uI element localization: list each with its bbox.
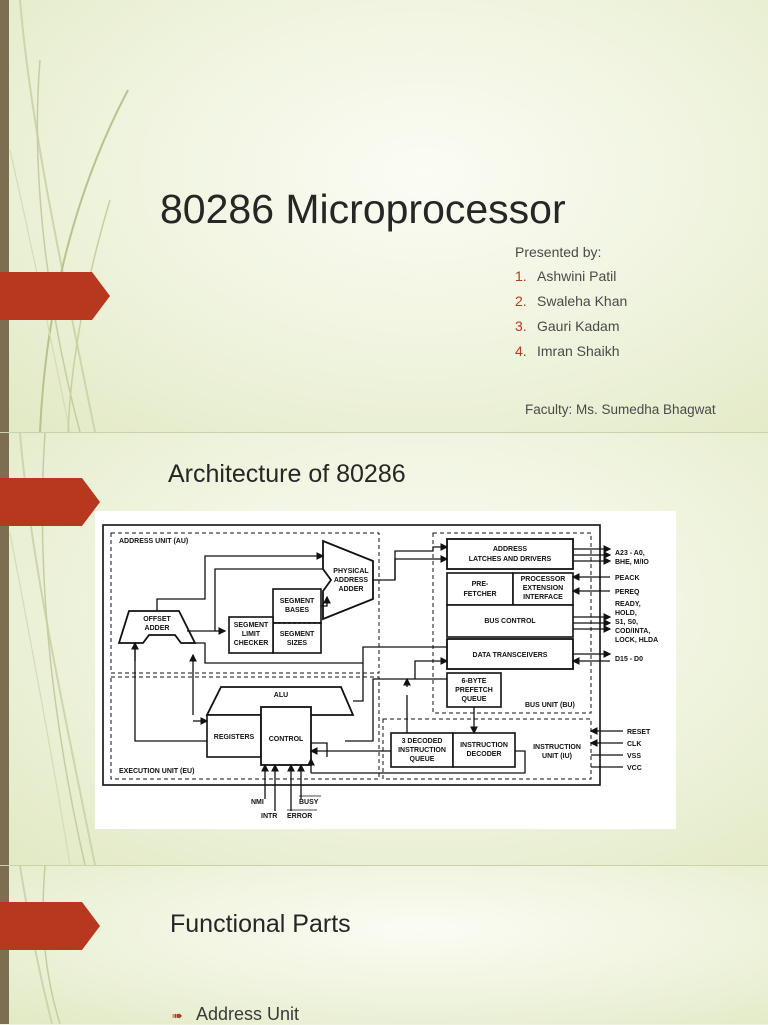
svg-text:READY,: READY,: [615, 601, 641, 608]
svg-text:NMI: NMI: [251, 799, 264, 806]
presented-by-label: Presented by:: [515, 244, 602, 260]
svg-text:VCC: VCC: [627, 765, 642, 772]
faculty-text: Faculty: Ms. Sumedha Bhagwat: [525, 402, 716, 417]
functional-parts-title: Functional Parts: [170, 910, 351, 938]
presenter-list: 1.Ashwini Patil 2.Swaleha Khan 3.Gauri K…: [515, 268, 627, 368]
svg-text:DATA TRANSCEIVERS: DATA TRANSCEIVERS: [473, 652, 548, 659]
slide-divider: [0, 865, 768, 866]
left-accent-bar: [0, 433, 9, 865]
presenter-item: 4.Imran Shaikh: [515, 343, 620, 359]
svg-text:HOLD,: HOLD,: [615, 610, 637, 617]
address-unit-region: [110, 532, 380, 674]
accent-tab: [0, 478, 100, 526]
svg-text:ADDRESS UNIT (AU): ADDRESS UNIT (AU): [119, 538, 188, 545]
svg-text:COD/INTA,: COD/INTA,: [615, 628, 650, 635]
presenter-item: 2.Swaleha Khan: [515, 293, 628, 309]
svg-text:INTR: INTR: [261, 813, 277, 820]
svg-text:RESET: RESET: [627, 729, 651, 736]
accent-tab: [0, 272, 110, 320]
slide-title-text: 80286 Microprocessor: [160, 186, 566, 232]
svg-text:EXECUTION UNIT (EU): EXECUTION UNIT (EU): [119, 768, 194, 775]
svg-text:A23 - A0,: A23 - A0,: [615, 550, 645, 557]
presenter-item: 3.Gauri Kadam: [515, 318, 620, 334]
svg-text:BUS CONTROL: BUS CONTROL: [484, 618, 536, 625]
accent-tab: [0, 902, 100, 950]
svg-text:BHE, M/IO: BHE, M/IO: [615, 559, 649, 566]
svg-text:REGISTERS: REGISTERS: [214, 734, 255, 741]
slide-divider: [0, 432, 768, 433]
instruction-unit-region: [382, 718, 592, 780]
svg-text:VSS: VSS: [627, 753, 641, 760]
svg-text:ALU: ALU: [274, 692, 288, 699]
slide-functional-parts: [0, 866, 768, 1024]
svg-text:CLK: CLK: [627, 741, 641, 748]
svg-text:S1, S0,: S1, S0,: [615, 619, 638, 626]
svg-text:ERROR: ERROR: [287, 813, 312, 820]
slide-title: 80286 Microprocessor Presented by: 1.Ash…: [0, 0, 768, 432]
svg-text:LOCK, HLDA: LOCK, HLDA: [615, 637, 658, 644]
svg-text:BUSY: BUSY: [299, 799, 319, 806]
svg-text:BUS UNIT (BU): BUS UNIT (BU): [525, 702, 575, 709]
svg-text:D15 - D0: D15 - D0: [615, 656, 643, 663]
left-accent-bar: [0, 0, 9, 432]
svg-text:PEACK: PEACK: [615, 575, 640, 582]
decorative-stems: [9, 0, 129, 432]
architecture-title: Architecture of 80286: [168, 460, 406, 488]
svg-text:PRE-FETCHER: PRE-FETCHER: [463, 581, 496, 598]
svg-text:PEREQ: PEREQ: [615, 589, 640, 596]
arrow-bullet-icon: ➠: [172, 1008, 183, 1023]
execution-unit-region: [110, 676, 380, 780]
bullet-item: ➠Address Unit: [172, 1004, 300, 1024]
presenter-item: 1.Ashwini Patil: [515, 268, 617, 284]
svg-text:CONTROL: CONTROL: [269, 736, 304, 743]
